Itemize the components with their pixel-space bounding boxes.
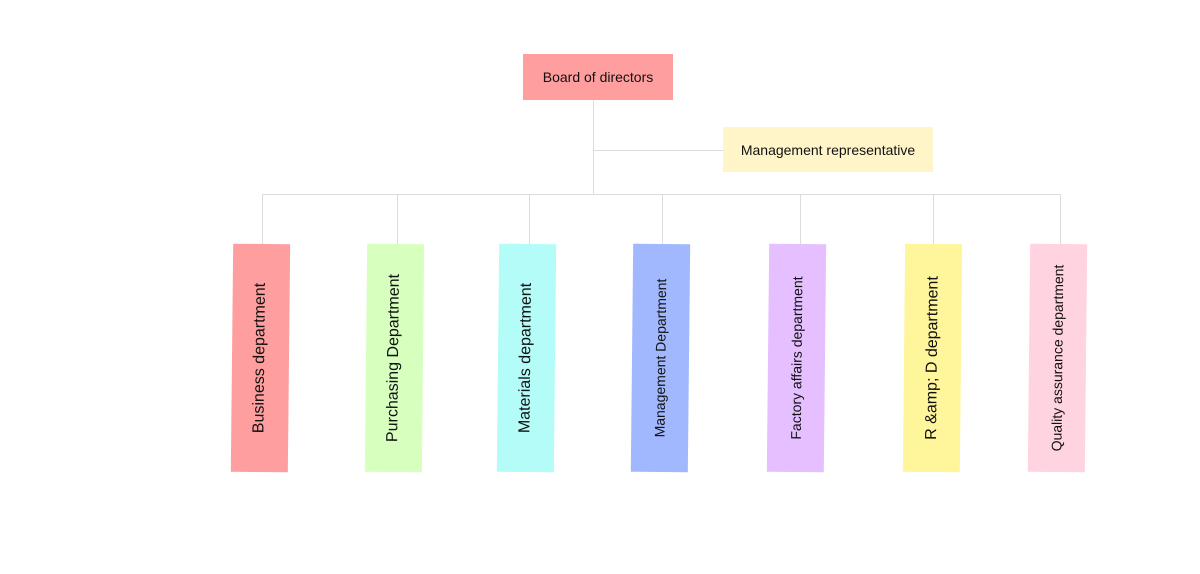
node-rd-department-label: R &amp; D department — [922, 276, 942, 440]
node-business-department-label: Business department — [250, 282, 270, 434]
connector-root-trunk — [593, 100, 594, 194]
node-management-representative[interactable]: Management representative — [723, 127, 933, 172]
node-board-of-directors[interactable]: Board of directors — [523, 54, 673, 100]
connector-side-branch — [593, 150, 723, 151]
node-factory-affairs-department[interactable]: Factory affairs department — [766, 243, 827, 473]
connector-dept-3 — [529, 194, 530, 244]
node-management-representative-label: Management representative — [740, 141, 916, 158]
node-management-department[interactable]: Management Department — [630, 243, 691, 473]
node-rd-department[interactable]: R &amp; D department — [902, 243, 963, 473]
connector-dept-1 — [262, 194, 263, 244]
node-purchasing-department-label: Purchasing Department — [384, 273, 404, 443]
connector-dept-2 — [397, 194, 398, 244]
connector-department-bus — [262, 194, 1060, 195]
node-factory-affairs-department-label: Factory affairs department — [787, 276, 806, 440]
node-management-department-label: Management Department — [651, 278, 670, 438]
node-materials-department[interactable]: Materials department — [496, 243, 557, 473]
connector-dept-4 — [662, 194, 663, 244]
node-purchasing-department[interactable]: Purchasing Department — [364, 243, 425, 473]
connector-dept-5 — [800, 194, 801, 244]
node-materials-department-label: Materials department — [516, 282, 536, 434]
node-quality-assurance-department[interactable]: Quality assurance department — [1027, 243, 1088, 473]
node-business-department[interactable]: Business department — [230, 243, 291, 473]
node-quality-assurance-department-label: Quality assurance department — [1048, 264, 1067, 452]
connector-dept-6 — [933, 194, 934, 244]
node-board-of-directors-label: Board of directors — [542, 69, 654, 85]
connector-dept-7 — [1060, 194, 1061, 244]
